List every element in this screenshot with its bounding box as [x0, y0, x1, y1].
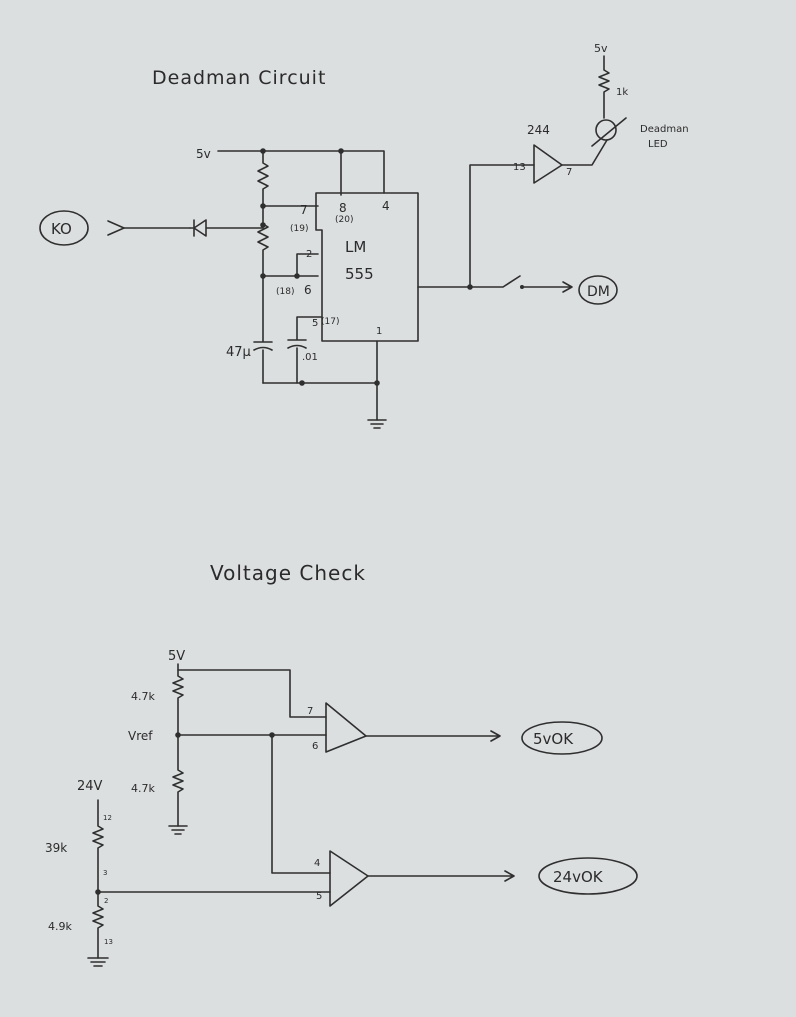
- out2-bubble: [538, 857, 638, 895]
- pin-label: (20): [335, 215, 353, 225]
- ko-input-bubble: [39, 210, 89, 246]
- pin-label: 7: [300, 203, 308, 217]
- comp2-triangle: [329, 850, 369, 907]
- pin-label: 8: [339, 201, 347, 215]
- pin-label: 4: [382, 199, 390, 213]
- pin-label: 12: [103, 814, 112, 822]
- vref-label: Vref: [128, 729, 153, 743]
- comp1-triangle: [325, 702, 367, 753]
- junction: [374, 380, 380, 386]
- pin-label: 2: [104, 897, 108, 905]
- buffer-out-wire: [561, 139, 608, 166]
- led-supply-label: 5v: [594, 42, 608, 55]
- pin-label: 1: [376, 326, 382, 337]
- cap-small-label: .01: [302, 352, 318, 363]
- ground-rail: [262, 340, 378, 421]
- output-switch: [469, 275, 521, 288]
- buffer-part-label: 244: [527, 123, 550, 137]
- ground-icon: [87, 957, 109, 967]
- junction: [299, 380, 305, 386]
- ko-input-label: KO: [51, 220, 72, 238]
- r-top-label: 4.7k: [131, 690, 155, 703]
- ground-icon: [168, 825, 188, 835]
- pin-label: 7: [307, 706, 313, 717]
- supply-24v-label: 24V: [77, 779, 103, 794]
- junction: [260, 222, 266, 228]
- out2-arrow: [367, 870, 515, 882]
- r-bottom-label: 4.7k: [131, 782, 155, 795]
- cap-main-label: 47μ: [226, 345, 251, 360]
- dm-arrow: [523, 281, 573, 293]
- pin-label: 13: [104, 938, 113, 946]
- deadman-title: Deadman Circuit: [152, 67, 326, 89]
- pin-label: (18): [276, 287, 294, 297]
- pin-label: 6: [304, 283, 312, 297]
- pin-label: 5: [316, 891, 322, 902]
- pin2-lead: [296, 253, 319, 277]
- led-resistor-label: 1k: [616, 87, 628, 98]
- r-39k-label: 39k: [45, 841, 67, 855]
- out1-label: 5vOK: [533, 730, 574, 748]
- timing-capacitor: [253, 275, 273, 384]
- diode-icon: [189, 219, 264, 237]
- ko-arrow-tail: [107, 220, 125, 236]
- out2-label: 24vOK: [553, 868, 604, 886]
- comp1-in-a: [177, 669, 327, 718]
- divider-24v: [92, 799, 104, 959]
- led-slash: [591, 117, 627, 147]
- pin-label: 7: [566, 167, 572, 178]
- vref-divider: [172, 663, 184, 827]
- voltage-title: Voltage Check: [210, 561, 366, 585]
- pin-label: 2: [306, 249, 312, 260]
- out1-arrow: [365, 730, 501, 742]
- ground-icon: [367, 419, 387, 429]
- deadman-supply-label: 5v: [196, 147, 211, 161]
- out1-bubble: [521, 721, 603, 755]
- voltage-check-circuit: Voltage Check 5V 4.7k Vref 4.7k 7 6 5vOK…: [45, 561, 638, 967]
- pin-label: 5: [312, 318, 318, 329]
- pin-label: 3: [103, 869, 107, 877]
- control-capacitor: [287, 316, 323, 384]
- timing-resistor-2: [257, 205, 269, 277]
- timing-resistor-1: [257, 150, 269, 207]
- led-icon: [595, 119, 617, 141]
- junction: [338, 148, 344, 154]
- led-resistor: [598, 55, 610, 119]
- pin-label: 4: [314, 858, 320, 869]
- dm-output-bubble: [578, 275, 618, 305]
- pin-label: 13: [513, 162, 526, 173]
- buffer-feed: [469, 164, 535, 288]
- buffer-triangle: [533, 144, 563, 184]
- pin-label: 6: [312, 741, 318, 752]
- led-label: Deadman: [640, 124, 689, 135]
- deadman-circuit: Deadman Circuit 5v KO LM 555 7 (19) 8 (2…: [39, 42, 689, 429]
- chip-label-lm: LM: [345, 238, 366, 256]
- dm-output-label: DM: [587, 284, 610, 300]
- led-label: LED: [648, 139, 668, 150]
- lm555-chip: [315, 192, 419, 342]
- r-49k-label: 4.9k: [48, 920, 72, 933]
- supply-rail: [217, 150, 385, 194]
- supply-5v-label: 5V: [168, 649, 185, 664]
- comp2-in-a: [271, 734, 331, 874]
- pin-label: (17): [321, 317, 339, 327]
- switch-contact: [520, 285, 524, 289]
- chip-label-555: 555: [345, 265, 374, 283]
- pin-label: (19): [290, 224, 308, 234]
